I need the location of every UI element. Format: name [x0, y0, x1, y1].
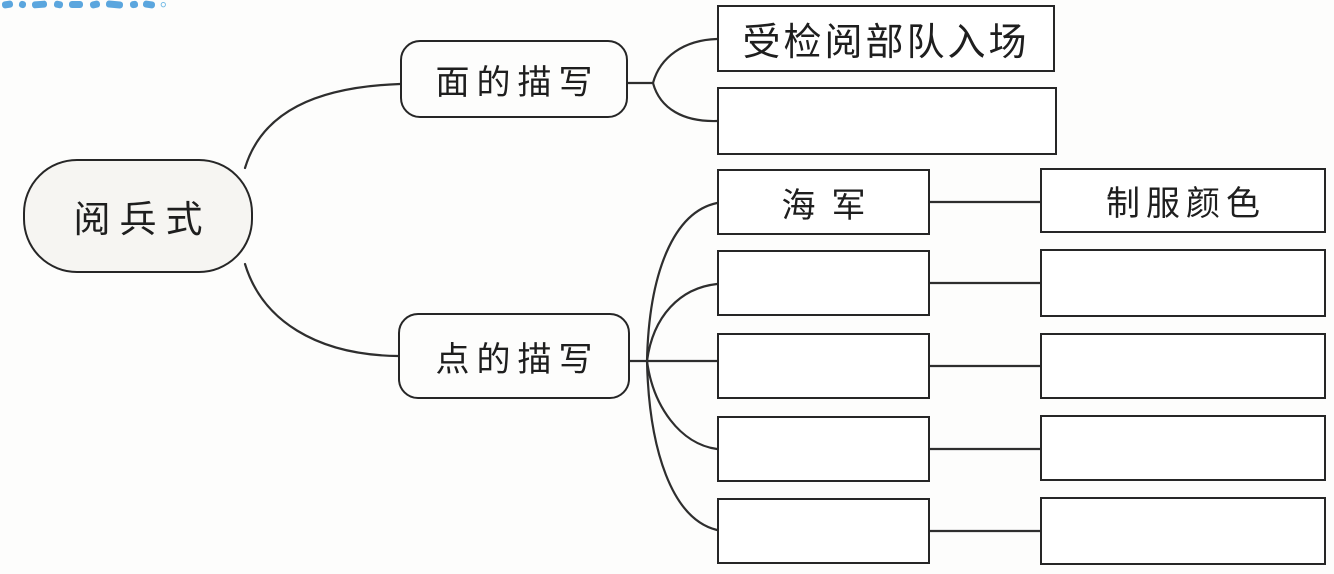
edge-dian-to-row2 — [645, 282, 719, 363]
edge-dian-to-row4 — [645, 359, 719, 451]
period-mark: 。 — [160, 0, 177, 11]
edge-mian-to-box2 — [651, 81, 719, 123]
leaf-box-blank — [717, 87, 1057, 155]
leaf-box-troops-entrance: 受检阅部队入场 — [717, 5, 1055, 72]
leaf-box-blank — [717, 250, 930, 316]
edge-root-to-dian — [243, 262, 400, 358]
edge-dian-to-row1 — [645, 201, 719, 363]
edge-mian-to-box1 — [651, 37, 719, 85]
root-node: 阅兵式 — [23, 159, 253, 273]
detail-box-uniform-color: 制服颜色 — [1040, 168, 1326, 233]
leaf-box-blank — [717, 416, 930, 482]
leaf-box-blank — [717, 333, 930, 399]
ink-stroke — [69, 1, 83, 8]
edge-dian-to-row5 — [645, 359, 719, 532]
leaf-box-blank — [717, 498, 930, 564]
detail-box-blank — [1040, 333, 1326, 399]
leaf-box-navy: 海军 — [717, 169, 930, 235]
detail-box-blank — [1040, 249, 1326, 317]
edge-root-to-mian — [243, 82, 402, 170]
cropped-handwriting-fragment: 。 — [2, 0, 182, 13]
branch-node-point-description: 点的描写 — [398, 313, 630, 399]
detail-box-blank — [1040, 415, 1326, 481]
detail-box-blank — [1040, 497, 1326, 565]
branch-node-surface-description: 面的描写 — [400, 40, 628, 118]
